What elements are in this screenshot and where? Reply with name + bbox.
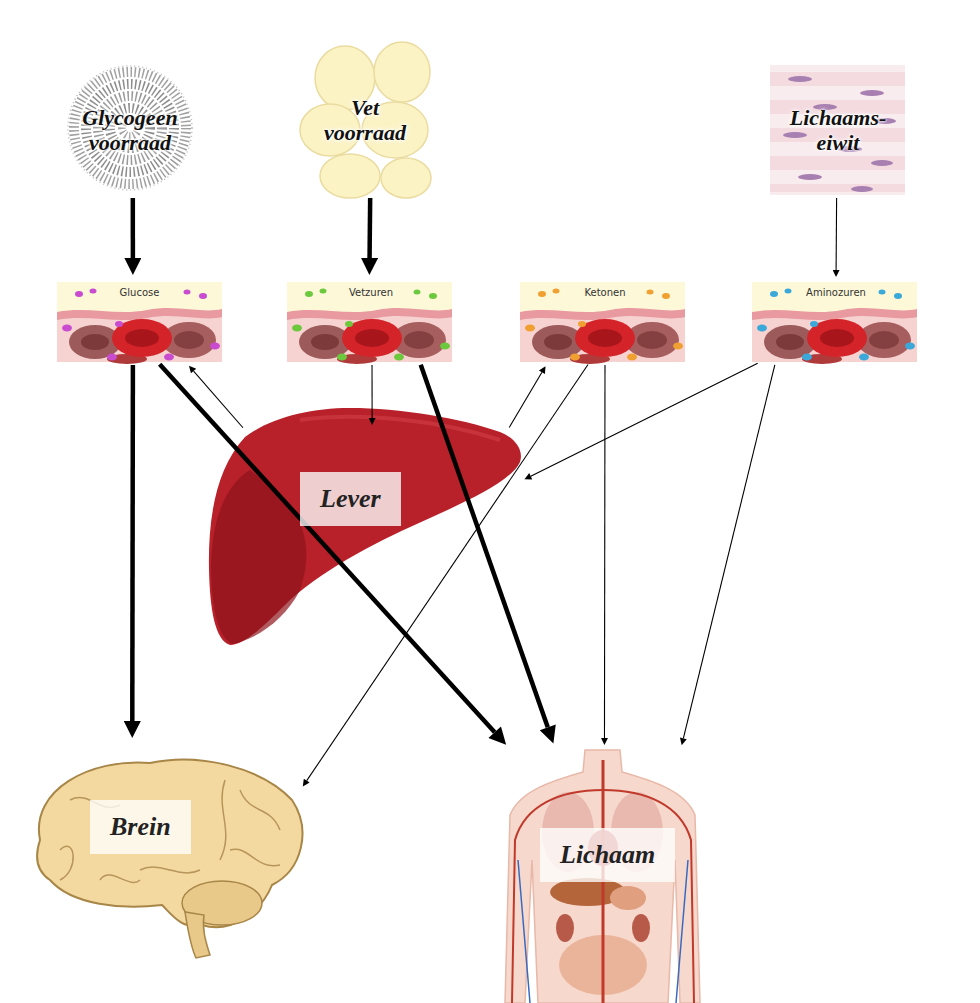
body-node: Lichaam: [505, 750, 700, 1003]
fat-store: Vet voorraad: [300, 45, 430, 195]
blood-panel: Vetzuren: [287, 282, 455, 362]
muscle-tissue: [770, 65, 905, 195]
brain-organ-part-part: [220, 780, 226, 860]
brain-organ-part: [37, 760, 302, 928]
liver-organ-part: [300, 417, 500, 440]
glycogen-granule-part: [68, 66, 192, 190]
muscle-tissue-part: [770, 184, 905, 192]
brain-organ-part-part: [60, 846, 73, 880]
muscle-tissue-part-part: [783, 132, 807, 138]
node-label: Vet voorraad: [310, 95, 420, 146]
human-torso-part: [556, 914, 574, 942]
flow-arrow: [509, 372, 542, 427]
blood-panels-part: [57, 282, 222, 364]
brain-organ-part: [60, 780, 280, 882]
flow-arrow: [307, 364, 588, 780]
flow-arrow: [604, 365, 606, 738]
node-label: Brein: [90, 800, 191, 854]
flow-arrow: [160, 364, 495, 732]
blood-panels-part: [752, 282, 917, 364]
flow-arrow: [421, 365, 548, 728]
brain-organ-part-part: [140, 867, 200, 873]
flow-arrow: [130, 365, 135, 721]
blood-panels-part: [520, 282, 685, 364]
human-torso-part: [632, 914, 650, 942]
liver-organ: [209, 408, 521, 645]
flow-arrow: [131, 198, 136, 258]
body-protein: Lichaams- eiwit: [770, 65, 906, 195]
flow-arrow: [683, 365, 774, 738]
human-torso-part: [610, 886, 646, 910]
flow-arrow: [836, 198, 838, 270]
human-torso-part: [603, 790, 694, 1003]
brain-node: Brein: [25, 745, 300, 935]
flow-arrow: [371, 365, 372, 418]
brain-organ-part-part: [230, 849, 280, 865]
liver-node: Lever: [212, 430, 520, 645]
liver-organ-part: [211, 470, 306, 644]
blood-panel: Ketonen: [520, 282, 690, 362]
blood-panels-part: [62, 289, 220, 361]
fat-cells-part: [374, 42, 430, 102]
liver-organ-part: [209, 408, 521, 645]
blood-panels-part: [292, 289, 450, 361]
blood-panels-part: [525, 289, 683, 361]
muscle-tissue-part: [770, 72, 905, 86]
glycogen-granule: [68, 66, 192, 190]
flow-arrow: [531, 363, 758, 476]
blood-panel: Aminozuren: [752, 282, 920, 362]
human-torso: [505, 750, 700, 1003]
flow-arrow: [367, 198, 372, 258]
node-label: Lichaam: [540, 828, 675, 882]
muscle-tissue-part-part: [788, 76, 812, 82]
node-label: Glycogeen voorraad: [68, 105, 193, 156]
brain-organ-part-part: [100, 875, 140, 882]
muscle-tissue-part-part: [798, 174, 822, 180]
blood-panels: [57, 282, 917, 364]
panel-label: Vetzuren: [349, 287, 393, 299]
fat-cells-part: [320, 154, 380, 198]
brain-organ: [37, 760, 302, 958]
glycogen-store: Glycogeen voorraad: [60, 65, 200, 195]
fat-cells: [300, 42, 431, 198]
blood-panels-part: [287, 282, 452, 364]
brain-organ-part-part: [240, 790, 280, 830]
brain-organ-part: [185, 912, 210, 958]
blood-panel: Glucose: [57, 282, 222, 362]
human-torso-part: [512, 790, 603, 1003]
node-label: Lichaams- eiwit: [776, 105, 901, 156]
muscle-tissue-part: [770, 156, 905, 170]
flow-arrow: [194, 371, 243, 428]
muscle-tissue-part-part: [851, 186, 873, 192]
panel-label: Aminozuren: [806, 287, 866, 299]
muscle-tissue-part-part: [871, 160, 893, 166]
muscle-tissue-part: [770, 65, 905, 195]
panel-label: Glucose: [120, 287, 160, 299]
panel-label: Ketonen: [584, 287, 625, 299]
fat-cells-part: [381, 158, 431, 198]
human-torso-part: [505, 750, 700, 1003]
muscle-tissue-part-part: [860, 90, 884, 96]
blood-panels-part: [757, 289, 915, 361]
node-label: Lever: [300, 472, 401, 526]
